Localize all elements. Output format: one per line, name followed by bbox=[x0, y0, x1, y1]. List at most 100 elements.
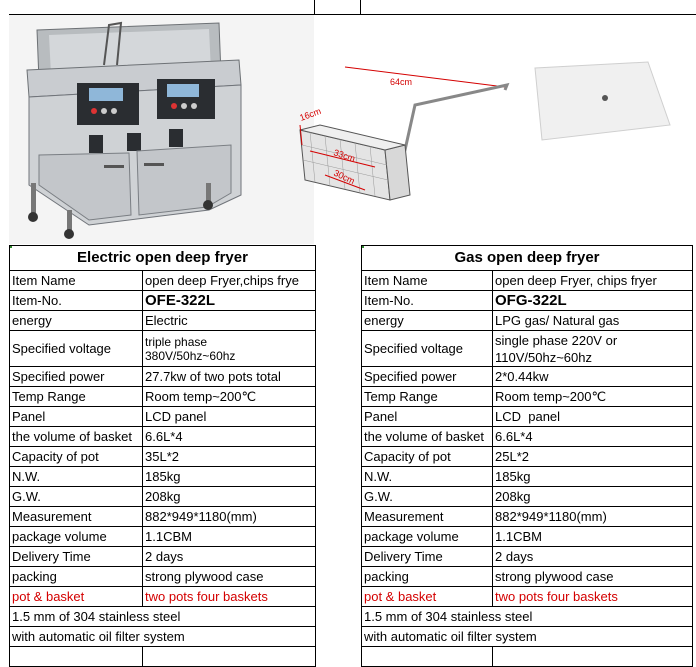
table-row: Capacity of pot 35L*2 bbox=[9, 446, 316, 467]
note-text: with automatic oil filter system bbox=[9, 626, 185, 647]
table-row: G.W. 208kg bbox=[361, 486, 693, 507]
row-label: N.W. bbox=[361, 466, 493, 487]
row-label: pot & basket bbox=[361, 586, 493, 607]
row-value: 2*0.44kw bbox=[492, 366, 693, 387]
row-value: 208kg bbox=[492, 486, 693, 507]
table-row: Measurement 882*949*1180(mm) bbox=[9, 506, 316, 527]
row-value: LPG gas/ Natural gas bbox=[492, 310, 693, 331]
table-row: Specified voltage triple phase 380V/50hz… bbox=[9, 330, 316, 367]
table-row: Delivery Time 2 days bbox=[361, 546, 693, 567]
row-label: the volume of basket bbox=[9, 426, 143, 447]
table-row: pot & basket two pots four baskets bbox=[361, 586, 693, 607]
table-row: Specified power 27.7kw of two pots total bbox=[9, 366, 316, 387]
row-value: 2 days bbox=[142, 546, 316, 567]
product-images-row: 64cm 16cm 33cm 30cm bbox=[0, 0, 696, 245]
row-value: OFG-322L bbox=[492, 290, 693, 311]
row-value: strong plywood case bbox=[142, 566, 316, 587]
table-row: Measurement 882*949*1180(mm) bbox=[361, 506, 693, 527]
table-row: energy LPG gas/ Natural gas bbox=[361, 310, 693, 331]
row-value: 882*949*1180(mm) bbox=[142, 506, 316, 527]
grid-line bbox=[314, 0, 315, 15]
filter-paper-image bbox=[534, 61, 671, 141]
row-value: 1.1CBM bbox=[492, 526, 693, 547]
row-label: Temp Range bbox=[9, 386, 143, 407]
row-label: Panel bbox=[361, 406, 493, 427]
basket-height-label: 16cm bbox=[298, 106, 322, 123]
electric-fryer-image-cell bbox=[9, 15, 314, 244]
row-label: energy bbox=[9, 310, 143, 331]
row-label: Delivery Time bbox=[9, 546, 143, 567]
row-value: 6.6L*4 bbox=[492, 426, 693, 447]
row-value: 2 days bbox=[492, 546, 693, 567]
table-row: Panel LCD panel bbox=[9, 406, 316, 427]
gas-table-title: Gas open deep fryer bbox=[361, 245, 693, 271]
row-value: 25L*2 bbox=[492, 446, 693, 467]
table-row: Panel LCD panel bbox=[361, 406, 693, 427]
row-value: open deep Fryer,chips frye bbox=[142, 270, 316, 291]
row-label: Delivery Time bbox=[361, 546, 493, 567]
table-row: G.W. 208kg bbox=[9, 486, 316, 507]
table-row: the volume of basket 6.6L*4 bbox=[9, 426, 316, 447]
left-margin bbox=[0, 245, 9, 661]
table-row: packing strong plywood case bbox=[9, 566, 316, 587]
row-value: Room temp~200℃ bbox=[142, 386, 316, 407]
row-label: Capacity of pot bbox=[361, 446, 493, 467]
row-label: Specified power bbox=[9, 366, 143, 387]
row-value: 185kg bbox=[142, 466, 316, 487]
table-row: packing strong plywood case bbox=[361, 566, 693, 587]
row-label: Temp Range bbox=[361, 386, 493, 407]
row-value: open deep Fryer, chips fryer bbox=[492, 270, 693, 291]
row-value: 1.1CBM bbox=[142, 526, 316, 547]
row-label: Item-No. bbox=[9, 290, 143, 311]
row-label: package volume bbox=[9, 526, 143, 547]
table-row: N.W. 185kg bbox=[361, 466, 693, 487]
row-label: package volume bbox=[361, 526, 493, 547]
table-row: the volume of basket 6.6L*4 bbox=[361, 426, 693, 447]
table-row: Item-No. OFG-322L bbox=[361, 290, 693, 311]
table-title-row: Gas open deep fryer bbox=[361, 245, 693, 271]
note-text: 1.5 mm of 304 stainless steel bbox=[9, 606, 180, 627]
table-row: Capacity of pot 25L*2 bbox=[361, 446, 693, 467]
table-row: Item Name open deep Fryer, chips fryer bbox=[361, 270, 693, 291]
row-label: N.W. bbox=[9, 466, 143, 487]
row-value: 208kg bbox=[142, 486, 316, 507]
table-row: 1.5 mm of 304 stainless steel bbox=[9, 606, 316, 627]
table-title-row: Electric open deep fryer bbox=[9, 245, 316, 271]
electric-table-title: Electric open deep fryer bbox=[9, 245, 316, 271]
table-row: pot & basket two pots four baskets bbox=[9, 586, 316, 607]
row-label: Measurement bbox=[9, 506, 143, 527]
table-row: Temp Range Room temp~200℃ bbox=[9, 386, 316, 407]
table-row: 1.5 mm of 304 stainless steel bbox=[361, 606, 693, 627]
row-label: G.W. bbox=[9, 486, 143, 507]
table-row bbox=[9, 646, 316, 667]
table-row bbox=[361, 646, 693, 667]
electric-fryer-spec-table: Electric open deep fryer Item Name open … bbox=[9, 245, 316, 667]
row-label: G.W. bbox=[361, 486, 493, 507]
row-value: LCD panel bbox=[142, 406, 316, 427]
row-value: two pots four baskets bbox=[142, 586, 316, 607]
table-row: N.W. 185kg bbox=[9, 466, 316, 487]
row-label: Item-No. bbox=[361, 290, 493, 311]
row-value: LCD panel bbox=[492, 406, 693, 427]
row-label: Measurement bbox=[361, 506, 493, 527]
row-label: Capacity of pot bbox=[9, 446, 143, 467]
row-value: 185kg bbox=[492, 466, 693, 487]
row-label: pot & basket bbox=[9, 586, 143, 607]
grid-line bbox=[360, 0, 361, 15]
row-label: Panel bbox=[9, 406, 143, 427]
row-value: Room temp~200℃ bbox=[492, 386, 693, 407]
note-text: 1.5 mm of 304 stainless steel bbox=[361, 606, 532, 627]
table-row: Temp Range Room temp~200℃ bbox=[361, 386, 693, 407]
row-label: Specified voltage bbox=[361, 330, 493, 367]
row-value: 27.7kw of two pots total bbox=[142, 366, 316, 387]
row-label: Item Name bbox=[9, 270, 143, 291]
row-label: packing bbox=[361, 566, 493, 587]
table-row: Delivery Time 2 days bbox=[9, 546, 316, 567]
table-row: Item Name open deep Fryer,chips frye bbox=[9, 270, 316, 291]
row-value: strong plywood case bbox=[492, 566, 693, 587]
row-value: OFE-322L bbox=[142, 290, 316, 311]
fryer-basket-image: 64cm 16cm 33cm 30cm bbox=[298, 66, 510, 201]
row-label: Item Name bbox=[361, 270, 493, 291]
table-row: with automatic oil filter system bbox=[361, 626, 693, 647]
table-row: Item-No. OFE-322L bbox=[9, 290, 316, 311]
